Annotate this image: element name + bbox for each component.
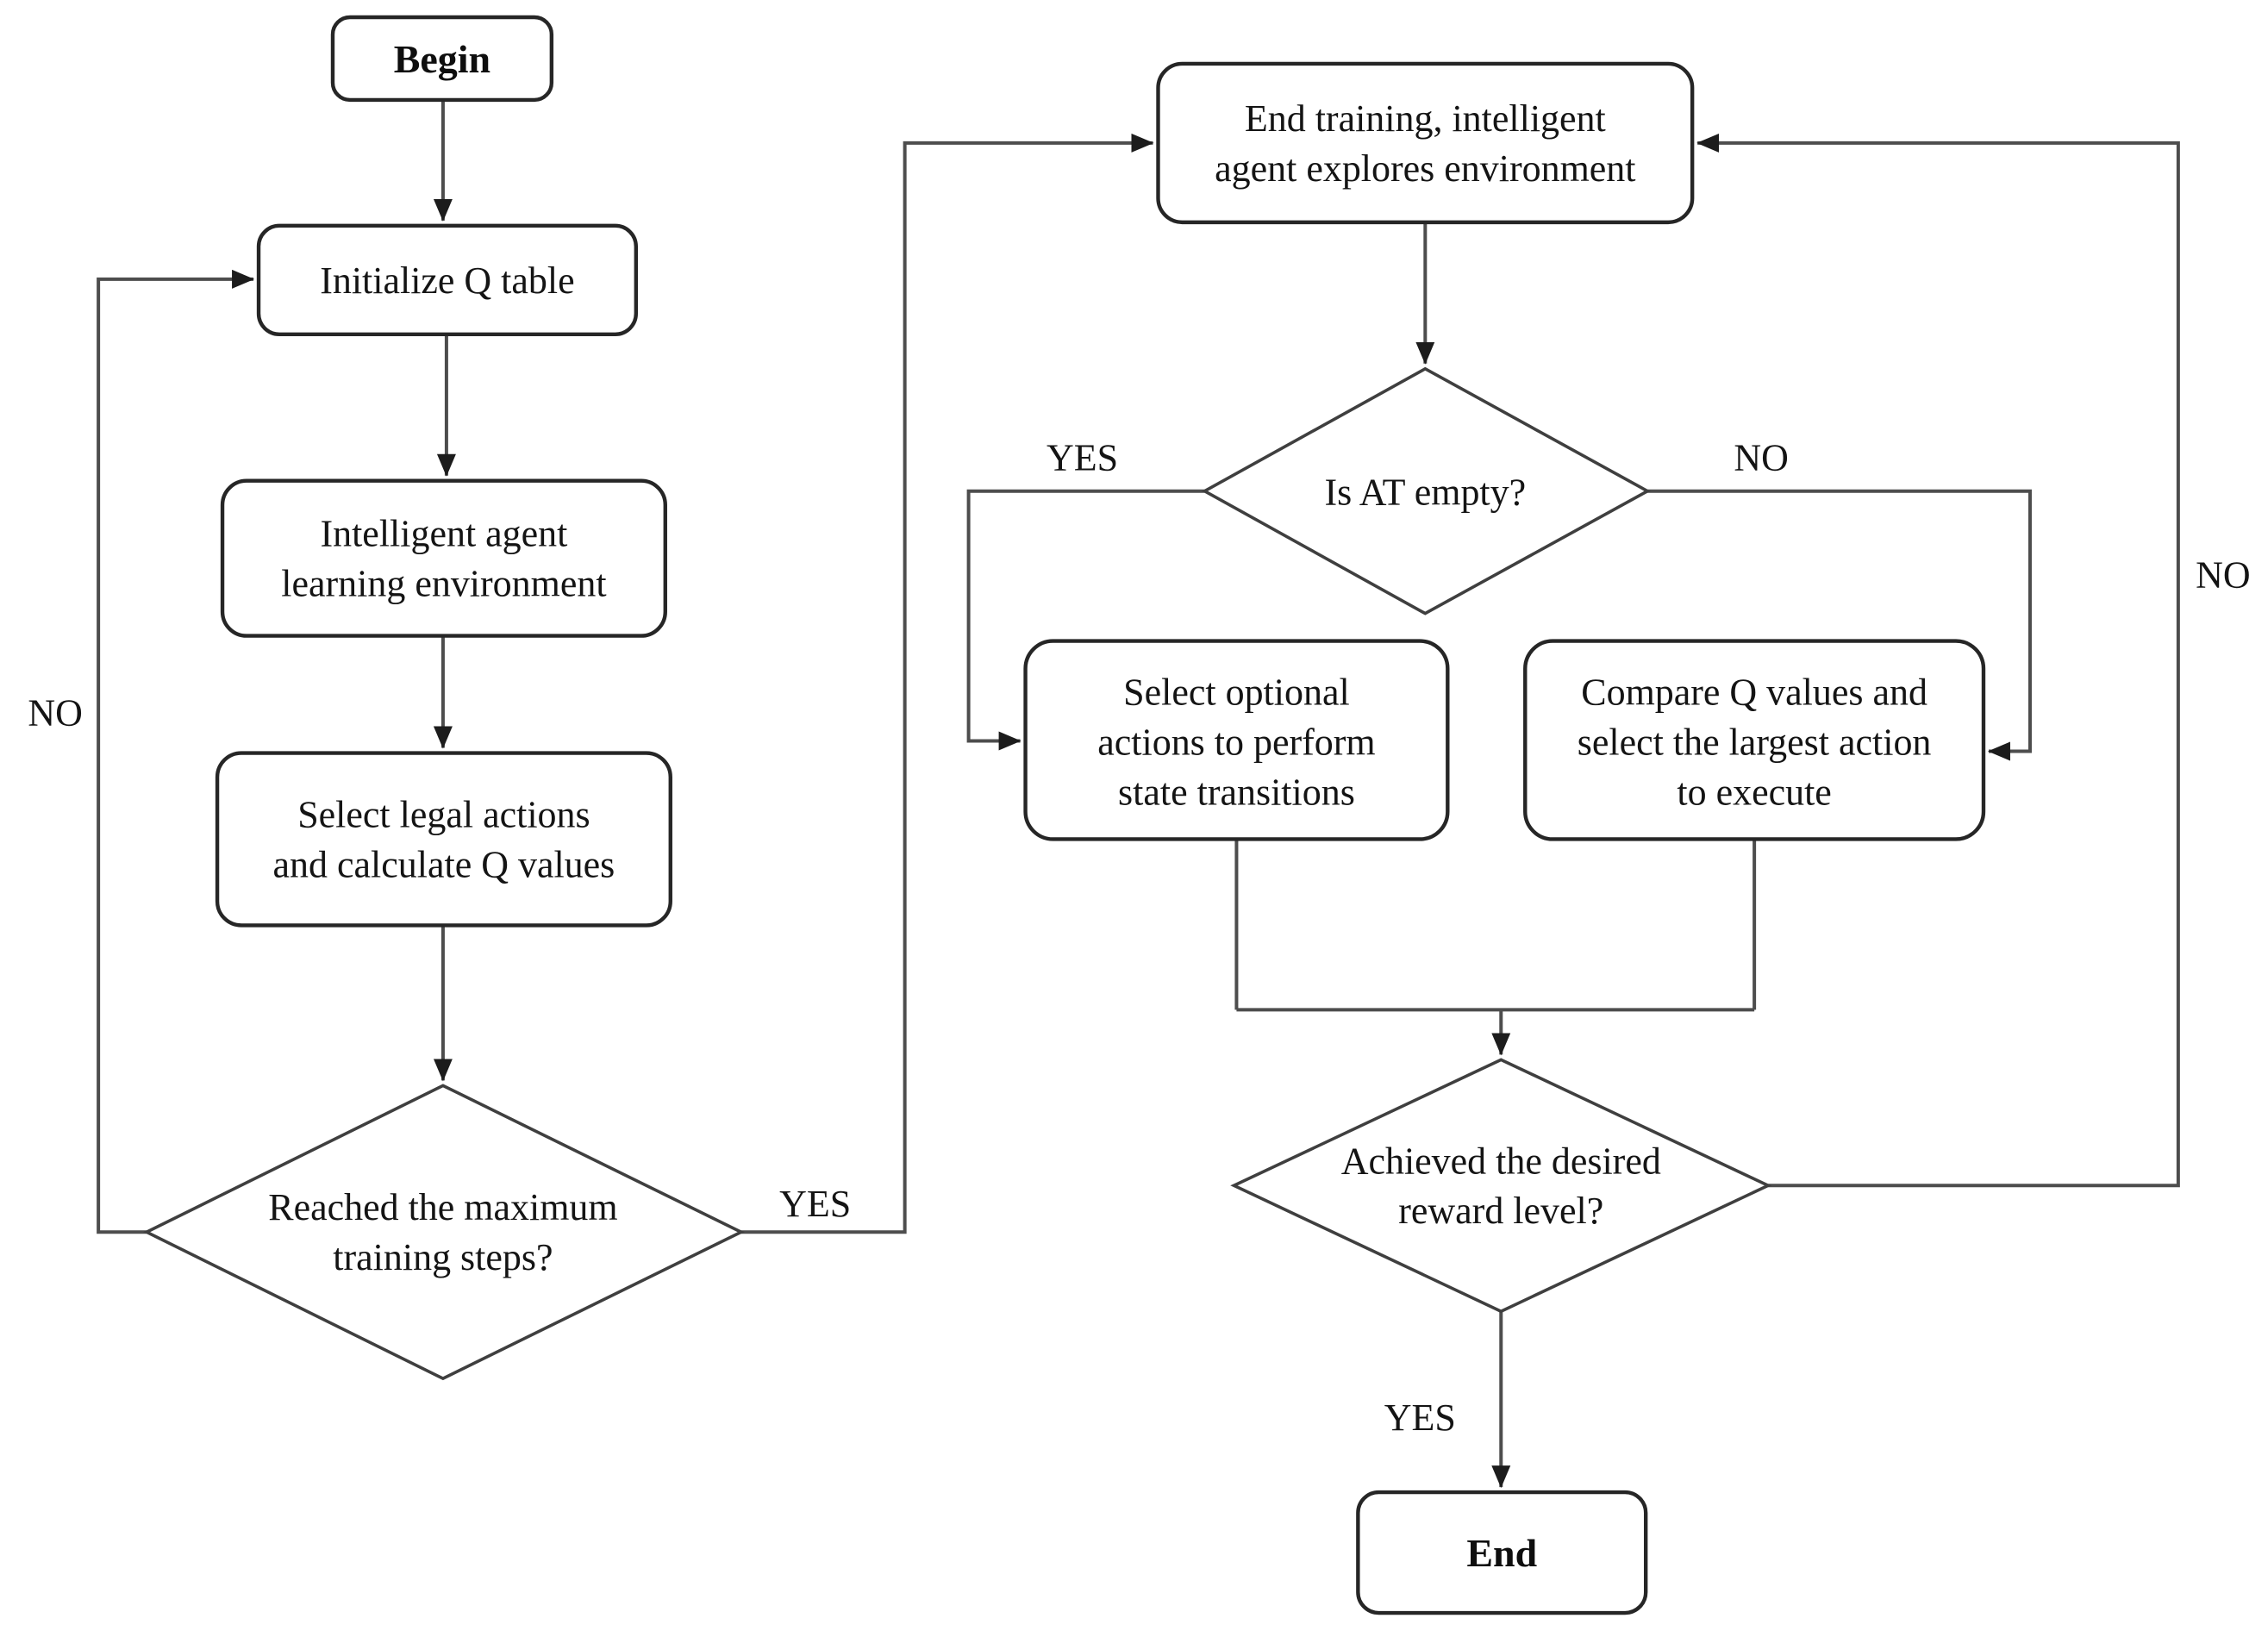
node-is-at-empty: Is AT empty? — [1201, 366, 1651, 615]
node-achieved-reward-shape — [1230, 1058, 1772, 1314]
node-reached-max-steps-line2: training steps? — [333, 1236, 553, 1278]
node-begin-label: Begin — [394, 37, 490, 81]
node-end-training-line2: agent explores environment — [1215, 147, 1635, 190]
label-reached-max-yes: YES — [779, 1183, 851, 1225]
node-select-optional-actions-line1: Select optional — [1123, 672, 1350, 714]
node-compare-q-values-line2: select the largest action — [1578, 722, 1932, 764]
node-is-at-empty-label: Is AT empty? — [1324, 472, 1526, 514]
node-achieved-reward-line1: Achieved the desired — [1341, 1140, 1661, 1182]
node-reached-max-steps-shape — [143, 1084, 745, 1381]
edge-reached-max-no-loop — [97, 269, 255, 1234]
node-is-at-empty-shape — [1201, 366, 1651, 615]
node-end-training-line1: End training, intelligent — [1245, 97, 1606, 140]
label-is-at-empty-no: NO — [1734, 437, 1789, 479]
edge-reached-max-yes-to-end-training — [740, 133, 1154, 1234]
node-select-legal-actions-line2: and calculate Q values — [273, 843, 615, 885]
node-select-legal-actions-shape — [215, 751, 672, 928]
node-begin-shape — [330, 15, 554, 103]
node-select-optional-actions-line2: actions to perform — [1097, 722, 1375, 764]
node-end-label: End — [1466, 1531, 1537, 1575]
node-initialize-q-table-label: Initialize Q table — [320, 259, 574, 302]
node-compare-q-values-line3: to execute — [1677, 772, 1831, 814]
node-begin: Begin — [330, 15, 554, 103]
node-reached-max-steps-line1: Reached the maximum — [268, 1186, 617, 1228]
node-select-optional-actions-shape — [1023, 639, 1450, 841]
node-end-training-shape — [1156, 61, 1695, 225]
node-achieved-reward: Achieved the desired reward level? — [1230, 1058, 1772, 1314]
node-compare-q-values: Compare Q values and select the largest … — [1523, 639, 1986, 841]
node-intelligent-agent-learning: Intelligent agent learning environment — [220, 478, 667, 638]
node-initialize-q-table-shape — [256, 223, 639, 336]
label-is-at-empty-yes: YES — [1047, 437, 1118, 479]
node-intelligent-agent-learning-shape — [220, 478, 667, 638]
node-compare-q-values-shape — [1523, 639, 1986, 841]
node-compare-q-values-line1: Compare Q values and — [1581, 672, 1927, 714]
node-reached-max-steps: Reached the maximum training steps? — [143, 1084, 745, 1381]
edge-is-at-empty-yes — [966, 489, 1205, 751]
node-select-legal-actions-line1: Select legal actions — [297, 793, 590, 835]
node-achieved-reward-line2: reward level? — [1398, 1190, 1603, 1232]
label-achieved-reward-yes: YES — [1384, 1396, 1456, 1439]
node-select-optional-actions: Select optional actions to perform state… — [1023, 639, 1450, 841]
node-select-optional-actions-line3: state transitions — [1118, 772, 1355, 814]
node-intelligent-agent-learning-line2: learning environment — [281, 563, 606, 605]
label-reached-max-no: NO — [28, 692, 83, 734]
node-end-training: End training, intelligent agent explores… — [1156, 61, 1695, 225]
node-end: End — [1356, 1490, 1648, 1615]
node-end-shape — [1356, 1490, 1648, 1615]
label-achieved-reward-no: NO — [2196, 554, 2251, 597]
edge-achieved-reward-no-return — [1696, 133, 2180, 1188]
node-select-legal-actions: Select legal actions and calculate Q val… — [215, 751, 672, 928]
node-intelligent-agent-learning-line1: Intelligent agent — [320, 513, 567, 555]
edge-is-at-empty-no — [1647, 489, 2032, 761]
node-initialize-q-table: Initialize Q table — [256, 223, 639, 336]
